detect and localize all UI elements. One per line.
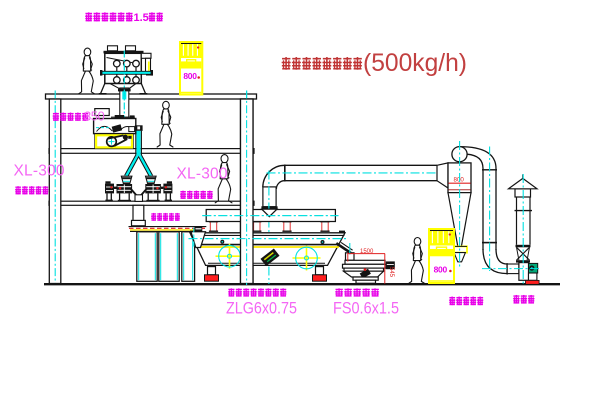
svg-text:800: 800 xyxy=(454,177,465,184)
svg-text:XL-300: XL-300 xyxy=(14,163,65,180)
svg-text:1500: 1500 xyxy=(360,249,374,255)
svg-text:XL-300: XL-300 xyxy=(177,166,228,183)
svg-text:1.5: 1.5 xyxy=(134,12,149,24)
svg-text:800: 800 xyxy=(434,265,448,275)
svg-text:ZLG6x0.75: ZLG6x0.75 xyxy=(226,300,297,318)
svg-text:350: 350 xyxy=(84,108,104,123)
svg-text:545: 545 xyxy=(388,267,394,278)
svg-text:800: 800 xyxy=(183,71,197,81)
svg-text:(500kg/h): (500kg/h) xyxy=(363,49,467,77)
svg-text:FS0.6x1.5: FS0.6x1.5 xyxy=(333,300,399,318)
